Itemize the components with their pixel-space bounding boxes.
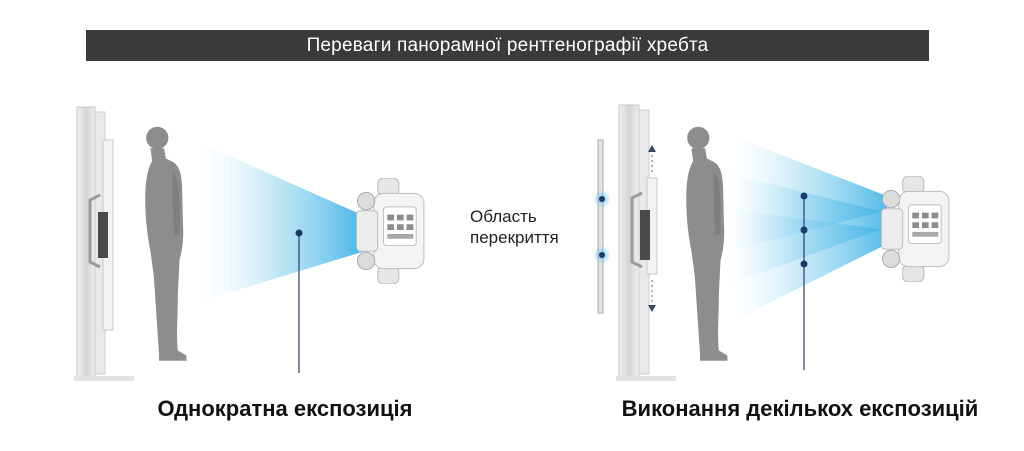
detector-stand-right — [616, 104, 676, 381]
patient-silhouette-right — [686, 126, 728, 361]
travel-arrows — [648, 145, 656, 312]
beam-marker-top — [800, 192, 808, 200]
xray-tube-right — [880, 176, 950, 282]
overlap-label-line2: перекриття — [470, 228, 559, 247]
overlap-label-line1: Область — [470, 207, 537, 226]
patient-silhouette-left — [145, 126, 187, 361]
overlap-plate — [593, 139, 611, 314]
beam-center-marker — [295, 229, 303, 237]
caption-single-exposure: Однократна експозиція — [157, 396, 413, 421]
right-scene — [593, 104, 950, 381]
xray-beam-left — [205, 145, 362, 300]
page-title: Переваги панорамної рентгенографії хребт… — [86, 30, 929, 61]
xray-beams-right — [735, 137, 887, 320]
xray-tube-left — [355, 178, 425, 284]
left-scene — [74, 106, 425, 381]
beam-marker-middle — [800, 226, 808, 234]
detector-stand-left — [74, 106, 134, 381]
caption-multiple-exposures: Виконання декількох експозицій — [621, 396, 979, 421]
beam-marker-bottom — [800, 260, 808, 268]
overlap-region-label: Область перекриття — [470, 206, 588, 248]
